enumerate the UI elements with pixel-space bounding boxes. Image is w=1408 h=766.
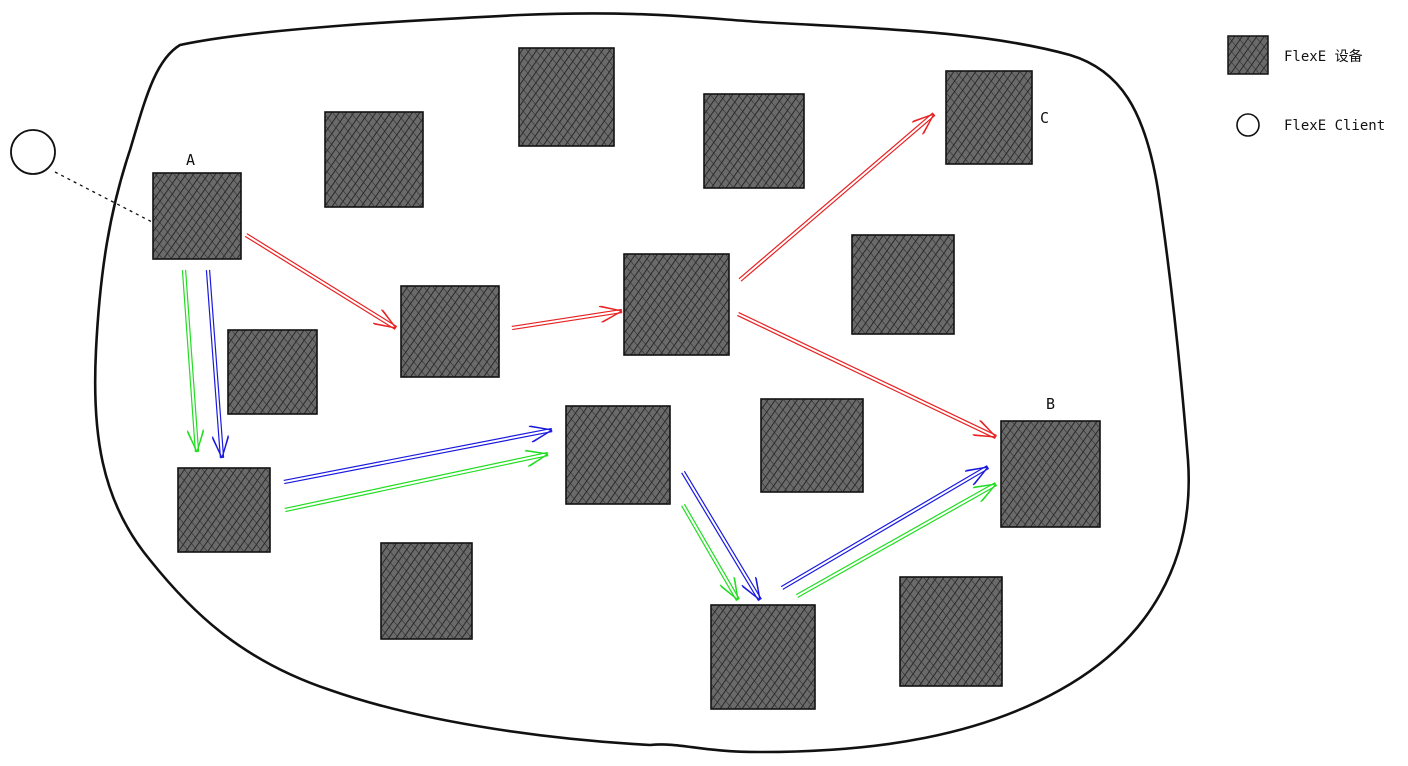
- node-label-b: B: [1046, 395, 1055, 413]
- device: [710, 604, 816, 710]
- device: [380, 542, 473, 640]
- legend-device-label: FlexE 设备: [1284, 48, 1363, 65]
- arrow-green-left-to-mid: [284, 449, 549, 513]
- arrow-green-bottom-to-b: [795, 482, 998, 598]
- device: [400, 285, 500, 378]
- arrow-blue-a-down: [205, 269, 230, 459]
- device-c: [945, 70, 1033, 165]
- device: [324, 111, 424, 208]
- device: [227, 329, 318, 415]
- device: [565, 405, 671, 505]
- node-label-c: C: [1040, 109, 1049, 127]
- arrow-green-mid-down: [681, 503, 740, 602]
- legend-client-icon: [1236, 113, 1260, 137]
- client-link-dotted: [54, 171, 153, 223]
- arrow-blue-mid-down: [681, 470, 762, 602]
- arrow-red-a-to-mid: [244, 233, 398, 330]
- arrow-green-a-down: [181, 269, 205, 453]
- path-arrows: [181, 112, 998, 602]
- network-boundary: [93, 12, 1190, 754]
- legend: FlexE 设备 FlexE Client: [1227, 35, 1385, 137]
- device: [851, 234, 955, 335]
- device: [177, 467, 271, 553]
- device: [623, 253, 730, 356]
- flexe-client-circle: [10, 129, 56, 175]
- arrow-red-center-to-c: [738, 112, 936, 282]
- arrow-blue-left-to-mid: [283, 425, 553, 485]
- legend-device-icon: [1227, 35, 1269, 75]
- device: [899, 576, 1003, 687]
- legend-client-label: FlexE Client: [1284, 118, 1385, 134]
- device-a: [152, 172, 242, 260]
- node-label-a: A: [186, 151, 195, 169]
- device: [703, 93, 805, 189]
- arrow-red-mid-to-center: [511, 305, 623, 331]
- arrow-red-center-to-b: [737, 312, 997, 439]
- flexe-devices: [152, 47, 1101, 710]
- arrow-blue-bottom-to-b: [780, 465, 990, 590]
- device-b: [1000, 420, 1101, 528]
- device: [760, 398, 864, 493]
- device: [518, 47, 615, 147]
